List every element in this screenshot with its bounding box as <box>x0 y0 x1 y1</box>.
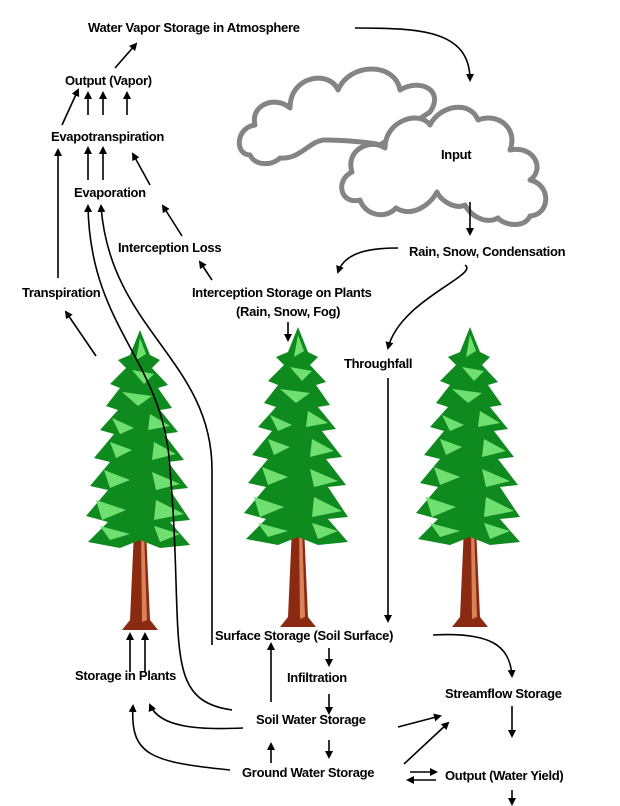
arrow-rain-to-interception <box>336 247 399 274</box>
label-rain-snow-condensation: Rain, Snow, Condensation <box>409 244 566 259</box>
arrow-soil-to-evaporation-1 <box>84 204 233 711</box>
label-evapotranspiration: Evapotranspiration <box>51 129 164 144</box>
label-ground-water-storage: Ground Water Storage <box>242 765 374 780</box>
arrow-plants-to-transpiration <box>64 310 97 357</box>
label-interception-loss: Interception Loss <box>118 240 221 255</box>
label-infiltration: Infiltration <box>287 670 347 685</box>
arrow-evapotrans-to-output-1 <box>61 88 80 126</box>
label-throughfall: Throughfall <box>344 356 412 371</box>
label-interception-storage-sub: (Rain, Snow, Fog) <box>236 304 340 319</box>
tree-right <box>416 327 520 627</box>
arrow-loss-to-evapotrans <box>132 152 151 186</box>
arrow-rain-to-throughfall <box>385 264 468 350</box>
label-output-water-yield: Output (Water Yield) <box>445 768 563 783</box>
arrow-output-vapor-to-atmosphere <box>114 42 138 69</box>
arrow-interception-to-loss <box>161 204 183 237</box>
arrow-storage-to-loss <box>198 260 213 281</box>
label-evaporation: Evaporation <box>74 185 146 200</box>
arrows <box>54 27 516 806</box>
label-soil-water-storage: Soil Water Storage <box>256 712 366 727</box>
tree-left <box>86 330 190 630</box>
label-input: Input <box>441 147 472 162</box>
label-streamflow-storage: Streamflow Storage <box>445 686 562 701</box>
label-storage-in-plants: Storage in Plants <box>75 668 176 683</box>
arrow-surface-to-streamflow <box>432 633 516 678</box>
label-interception-storage: Interception Storage on Plants <box>192 285 372 300</box>
label-output-vapor: Output (Vapor) <box>65 73 152 88</box>
label-water-vapor-storage: Water Vapor Storage in Atmosphere <box>88 20 300 35</box>
arrow-ground-to-streamflow <box>403 721 450 765</box>
arrow-vapor-to-input <box>354 27 474 82</box>
label-surface-storage: Surface Storage (Soil Surface) <box>215 628 393 643</box>
tree-middle <box>244 327 348 627</box>
label-transpiration: Transpiration <box>22 285 101 300</box>
cloud-front <box>339 104 549 227</box>
arrow-soil-to-plants <box>148 703 244 730</box>
arrow-soil-to-streamflow <box>397 713 442 728</box>
arrow-ground-to-plants <box>128 704 231 771</box>
arrow-soil-to-evaporation-2 <box>97 204 213 645</box>
